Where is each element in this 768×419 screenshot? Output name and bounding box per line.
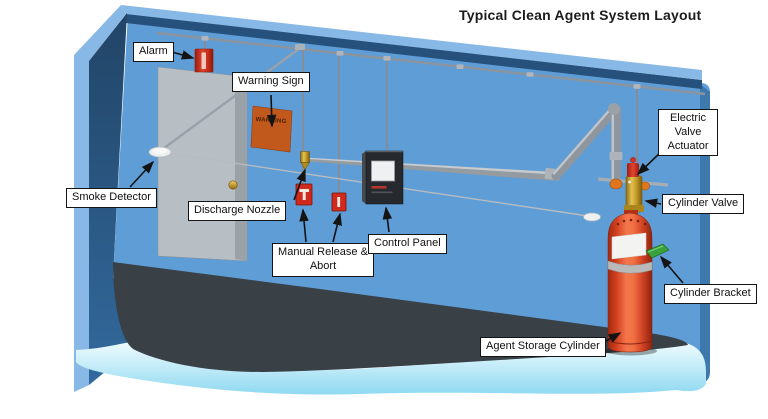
arrow-smoke-detector xyxy=(129,160,155,188)
label-agent-storage-cylinder: Agent Storage Cylinder xyxy=(480,337,606,357)
smoke-detector-device-2 xyxy=(583,212,601,222)
arrow-manual-release-1 xyxy=(299,208,309,243)
alarm-device xyxy=(194,48,214,73)
valve-fitting-left xyxy=(609,178,623,190)
label-smoke-detector: Smoke Detector xyxy=(66,188,157,208)
arrow-control-panel xyxy=(382,206,393,233)
label-electric-valve-actuator: Electric Valve Actuator xyxy=(658,109,718,157)
smoke-detector-device xyxy=(148,146,172,158)
arrow-manual-release-2 xyxy=(332,212,342,243)
label-cylinder-bracket: Cylinder Bracket xyxy=(664,284,757,304)
arrow-warning-sign xyxy=(266,94,277,128)
discharge-nozzle-device xyxy=(300,151,310,170)
electric-valve-actuator-device xyxy=(627,163,639,177)
label-alarm: Alarm xyxy=(133,42,174,62)
left-wall-outer-band xyxy=(74,5,126,392)
ceiling-edge-strip xyxy=(126,13,702,89)
pull-station-2 xyxy=(331,192,347,212)
cylinder-label xyxy=(611,232,647,260)
cylinder-bracket-device xyxy=(645,243,670,259)
label-discharge-nozzle: Discharge Nozzle xyxy=(188,201,287,221)
arrow-alarm xyxy=(171,50,195,60)
label-warning-sign: Warning Sign xyxy=(232,72,310,92)
diagram-title: Typical Clean Agent System Layout xyxy=(459,7,702,23)
pendant-nozzle xyxy=(228,180,238,190)
callout-arrows xyxy=(129,50,684,345)
arrow-cylinder-valve xyxy=(644,198,662,208)
back-wall-right-edge xyxy=(694,84,710,384)
agent-storage-cylinder-device xyxy=(605,210,670,356)
detector-conduit-diagonal xyxy=(159,47,301,152)
arrow-discharge-nozzle xyxy=(293,168,306,201)
water-band xyxy=(76,337,706,395)
ceiling-conduit xyxy=(156,31,706,193)
wall-top-outer-band xyxy=(121,5,702,80)
cylinder-strap xyxy=(607,260,653,274)
pull-station-1 xyxy=(295,183,313,206)
valve-assembly xyxy=(597,157,669,213)
arrow-cylinder-bracket xyxy=(659,255,684,284)
label-control-panel: Control Panel xyxy=(368,234,447,254)
label-manual-release-abort: Manual Release & Abort xyxy=(272,243,374,277)
label-cylinder-valve: Cylinder Valve xyxy=(662,194,745,214)
control-panel-device xyxy=(362,150,404,205)
